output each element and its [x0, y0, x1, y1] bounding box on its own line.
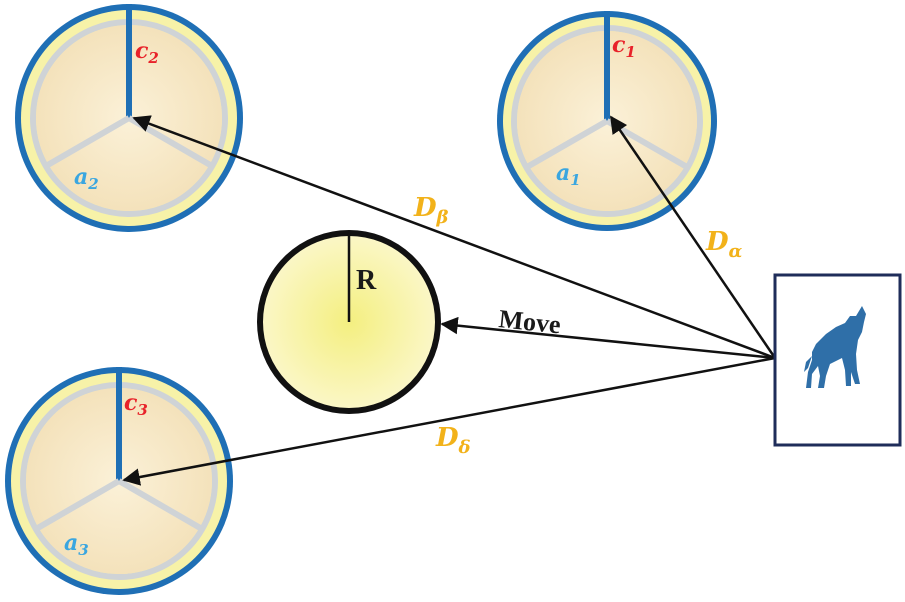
- label-d-delta: Dδ: [435, 423, 471, 458]
- leader-delta: [5, 367, 233, 595]
- arrow-d-beta: [132, 115, 776, 360]
- label-a2: a2: [74, 164, 99, 193]
- label-radius: R: [356, 265, 377, 296]
- label-move: Move: [497, 304, 562, 339]
- wolf-agent: [773, 273, 902, 447]
- label-a1: a1: [556, 160, 581, 189]
- arrow-d-alpha: [609, 115, 777, 359]
- wolf-icon: [804, 306, 866, 388]
- leader-beta-a-radius: [44, 115, 131, 169]
- distance-arrows: [122, 115, 777, 486]
- label-c3: c3: [124, 390, 148, 419]
- leader-delta-third-radius: [117, 478, 204, 532]
- leader-alpha: [497, 11, 717, 231]
- label-d-alpha: Dα: [705, 227, 743, 262]
- leader-alpha-a-radius: [525, 118, 609, 170]
- label-c2: c2: [135, 38, 159, 67]
- arrow-move: [440, 316, 776, 360]
- center-target: [257, 230, 441, 414]
- leader-delta-a-radius: [34, 478, 121, 532]
- label-d-beta: Dβ: [413, 193, 449, 228]
- leader-beta: [15, 4, 243, 232]
- label-a3: a3: [64, 530, 89, 559]
- arrow-d-delta: [122, 356, 776, 486]
- label-c1: c1: [612, 32, 636, 61]
